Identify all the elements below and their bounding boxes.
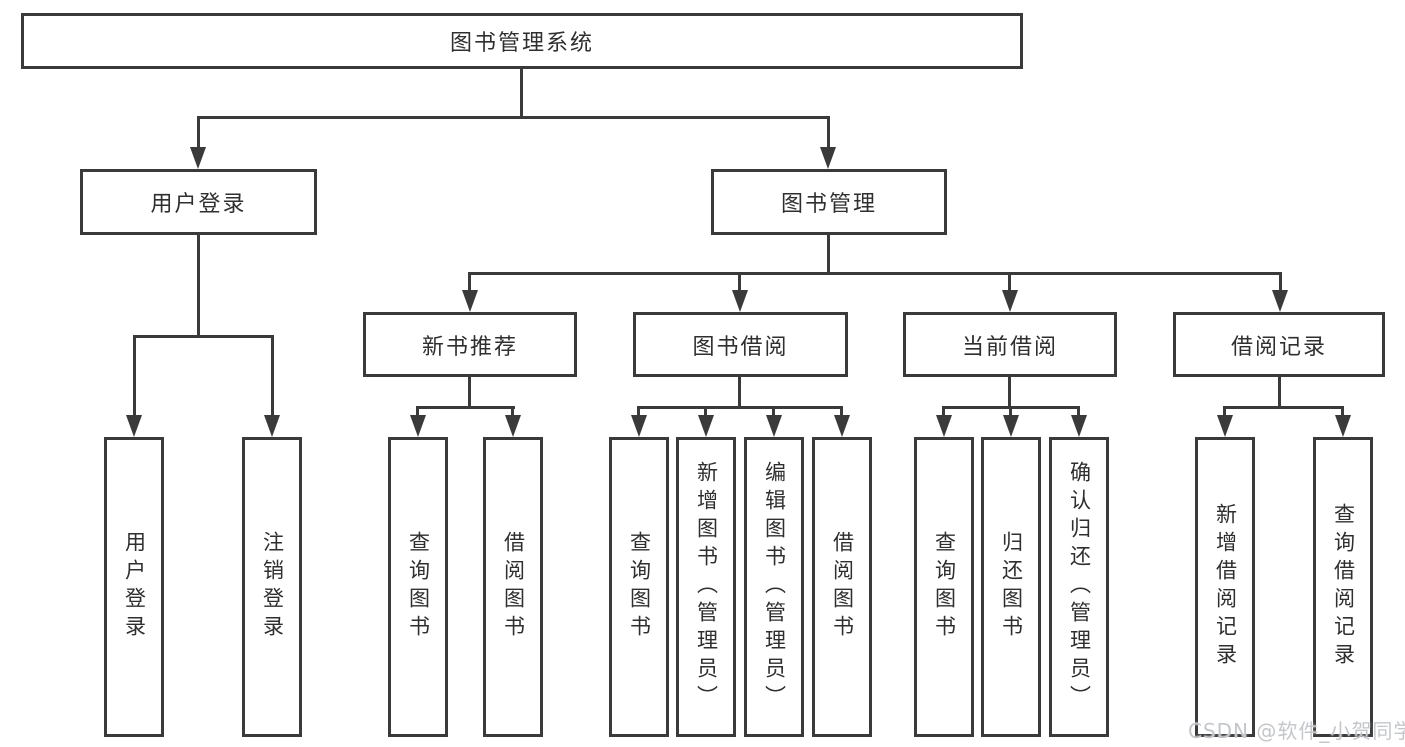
connector-shaft-new-book-rec: [468, 272, 471, 294]
connector-shaft: [840, 406, 843, 418]
connector-shaft-leaf-user-login: [133, 335, 136, 417]
connector-shaft: [942, 406, 945, 418]
node-label: 用户登录: [150, 192, 247, 217]
node-label: 当前借阅: [961, 334, 1058, 360]
node-book-borrow: 图书借阅: [633, 312, 848, 377]
connector-shaft: [772, 406, 775, 418]
connector-shaft: [1223, 406, 1226, 418]
arrowhead-to-current-borrow: [1002, 290, 1018, 312]
arrowhead-to-borrow-record: [1272, 290, 1288, 312]
leaf-label: 用户登录: [122, 531, 147, 643]
leaf-label: 借阅图书: [501, 531, 526, 643]
node-label: 图书借阅: [692, 334, 789, 360]
connector-borrow-record-rail: [1223, 406, 1344, 409]
arrowhead-to-book-mgmt: [820, 147, 836, 169]
arrowhead-to-add-record: [1217, 415, 1233, 437]
connector-shaft: [704, 406, 707, 418]
leaf-label: 归还图书: [999, 531, 1024, 643]
leaf-label: 新增借阅记录: [1213, 503, 1238, 671]
connector-level1-rail: [197, 116, 830, 119]
arrowhead-to-leaf-logout: [264, 415, 280, 437]
connector-user-login-stem: [197, 235, 200, 338]
connector-borrow-record-stem: [1278, 377, 1281, 409]
arrowhead-to-book-borrow: [732, 290, 748, 312]
connector-current-borrow-stem: [1008, 377, 1011, 409]
leaf-label: 编辑图书（管理员）: [762, 461, 787, 713]
node-user-login: 用户登录: [80, 169, 317, 235]
leaf-add-books-admin: 新增图书（管理员）: [676, 437, 736, 737]
node-label: 图书管理系统: [449, 31, 594, 56]
leaf-label: 查询图书: [932, 531, 957, 643]
leaf-borrow-books-new-rec: 借阅图书: [483, 437, 543, 737]
leaf-confirm-return-admin: 确认归还（管理员）: [1049, 437, 1109, 737]
node-borrow-record: 借阅记录: [1173, 312, 1385, 377]
connector-shaft: [1077, 406, 1080, 418]
connector-shaft: [1009, 406, 1012, 418]
arrowhead-to-query-books-bb: [631, 415, 647, 437]
leaf-query-books-current: 查询图书: [914, 437, 974, 737]
arrowhead-to-leaf-user-login: [126, 415, 142, 437]
connector-shaft-borrow-record: [1279, 272, 1282, 294]
node-new-book-recommend: 新书推荐: [363, 312, 577, 377]
leaf-label: 借阅图书: [830, 531, 855, 643]
leaf-user-login: 用户登录: [104, 437, 164, 737]
arrowhead-to-edit-books: [766, 415, 782, 437]
arrowhead-to-query-books-cb: [936, 415, 952, 437]
connector-shaft: [637, 406, 640, 418]
leaf-return-books: 归还图书: [981, 437, 1041, 737]
connector-shaft-current-borrow: [1008, 272, 1011, 294]
arrowhead-to-return-books: [1003, 415, 1019, 437]
arrowhead-to-borrow-books-nb: [505, 415, 521, 437]
leaf-add-borrow-record: 新增借阅记录: [1195, 437, 1255, 737]
leaf-label: 确认归还（管理员）: [1067, 461, 1092, 713]
node-label: 图书管理: [780, 192, 877, 217]
leaf-label: 新增图书（管理员）: [694, 461, 719, 713]
leaf-query-books-new-rec: 查询图书: [388, 437, 448, 737]
leaf-label: 注销登录: [260, 531, 285, 643]
connector-user-login-rail: [133, 335, 274, 338]
connector-new-book-rec-rail: [416, 406, 515, 409]
connector-book-mgmt-stem: [827, 235, 830, 275]
node-label: 新书推荐: [421, 334, 518, 360]
arrowhead-to-new-book-rec: [462, 290, 478, 312]
node-label: 借阅记录: [1230, 334, 1327, 360]
node-library-management-system: 图书管理系统: [21, 13, 1023, 69]
connector-shaft-book-mgmt: [827, 116, 830, 149]
leaf-logout: 注销登录: [242, 437, 302, 737]
connector-shaft-book-borrow: [738, 272, 741, 294]
leaf-label: 查询图书: [406, 531, 431, 643]
arrowhead-to-query-record: [1335, 415, 1351, 437]
leaf-borrow-books-borrow: 借阅图书: [812, 437, 872, 737]
node-book-management: 图书管理: [711, 169, 947, 235]
connector-shaft-user-login: [197, 116, 200, 149]
leaf-edit-books-admin: 编辑图书（管理员）: [744, 437, 804, 737]
leaf-label: 查询借阅记录: [1331, 503, 1356, 671]
arrowhead-to-add-books: [698, 415, 714, 437]
arrowhead-to-user-login: [190, 147, 206, 169]
connector-shaft: [511, 406, 514, 418]
connector-root-stem: [520, 69, 523, 119]
arrowhead-to-query-books-nb: [410, 415, 426, 437]
connector-level2-rail: [468, 272, 1282, 275]
leaf-label: 查询图书: [627, 531, 652, 643]
csdn-watermark: CSDN @软件_小贺同学: [1188, 719, 1405, 743]
leaf-query-borrow-record: 查询借阅记录: [1313, 437, 1373, 737]
connector-shaft-leaf-logout: [271, 335, 274, 417]
connector-book-borrow-rail: [637, 406, 843, 409]
connector-new-book-rec-stem: [468, 377, 471, 409]
leaf-query-books-borrow: 查询图书: [609, 437, 669, 737]
connector-book-borrow-stem: [738, 377, 741, 409]
node-current-borrow: 当前借阅: [903, 312, 1117, 377]
arrowhead-to-borrow-books-bb: [834, 415, 850, 437]
arrowhead-to-confirm-return: [1071, 415, 1087, 437]
connector-shaft: [1341, 406, 1344, 418]
connector-shaft: [416, 406, 419, 418]
